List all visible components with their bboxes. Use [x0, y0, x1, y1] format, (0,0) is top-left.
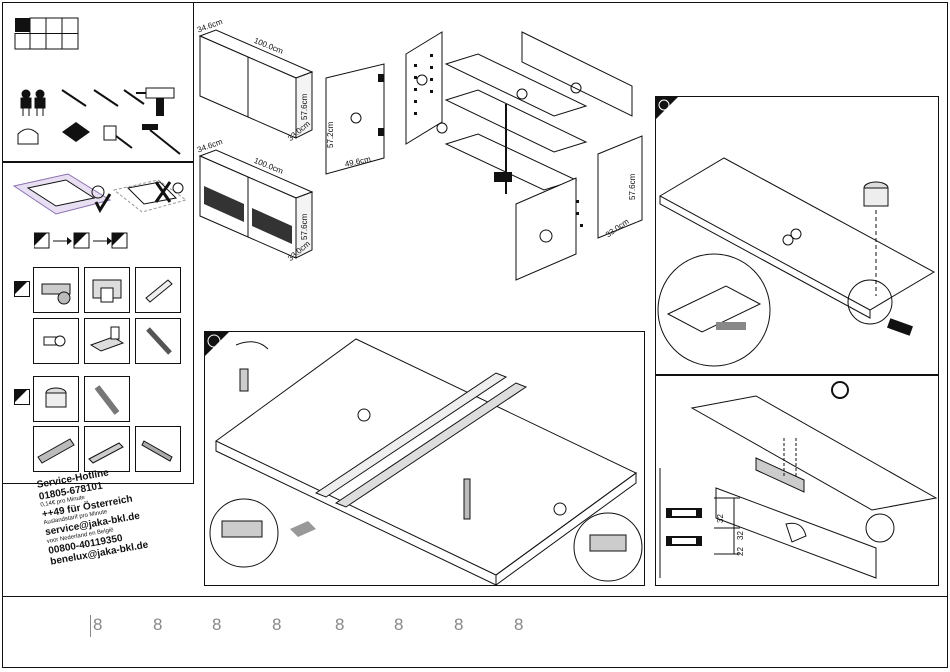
hinge-measure-mid: 32 — [736, 531, 745, 540]
hinge-measure-top: 32 — [716, 514, 725, 523]
fitting-threaded-rod — [135, 318, 181, 364]
surface-protection-icon — [10, 170, 190, 230]
page-number: 8 — [454, 615, 463, 635]
page-number: 8 — [212, 615, 221, 635]
page-number: 8 — [93, 615, 102, 635]
fitting-drawer-runner — [33, 426, 79, 472]
step-marker-icon — [14, 389, 30, 405]
people-grid-icon — [14, 14, 84, 50]
fitting-hinge-plate — [84, 267, 130, 313]
top-height-label: 57.6cm — [300, 94, 309, 120]
side-height-label: 57.6cm — [628, 174, 637, 200]
page-number: 8 — [394, 615, 403, 635]
cam-lock-insertion-drawing — [656, 100, 938, 374]
door-height-label: 57.2cm — [326, 122, 335, 148]
exploded-cabinet-drawing — [396, 24, 646, 288]
base-panel-assembly-drawing — [206, 333, 644, 585]
fitting-shelf-pin — [33, 318, 79, 364]
bottom-strip — [2, 596, 948, 668]
page-number: 8 — [153, 615, 162, 635]
page-number: 8 — [514, 615, 523, 635]
step-sequence-arrows-icon — [34, 232, 130, 250]
hinge-measure-bottom: 22 — [736, 547, 745, 556]
assembly-tools-icon — [14, 82, 184, 158]
fitting-cam-lock — [33, 376, 79, 422]
page-separator — [90, 615, 91, 637]
service-hotline: Service-Hotline 01805-678101 0,14€ pro M… — [36, 463, 149, 569]
fitting-cam-bolt — [33, 267, 79, 313]
page-number: 8 — [335, 615, 344, 635]
fitting-wood-dowel — [84, 376, 130, 422]
bottom-height-label: 57.6cm — [300, 214, 309, 240]
page-number: 8 — [272, 615, 281, 635]
fitting-dowel — [135, 267, 181, 313]
fitting-shelf-support — [84, 318, 130, 364]
fitting-screw — [135, 426, 181, 472]
step-marker-icon — [14, 281, 30, 297]
hinge-mounting-drawing — [656, 378, 938, 584]
